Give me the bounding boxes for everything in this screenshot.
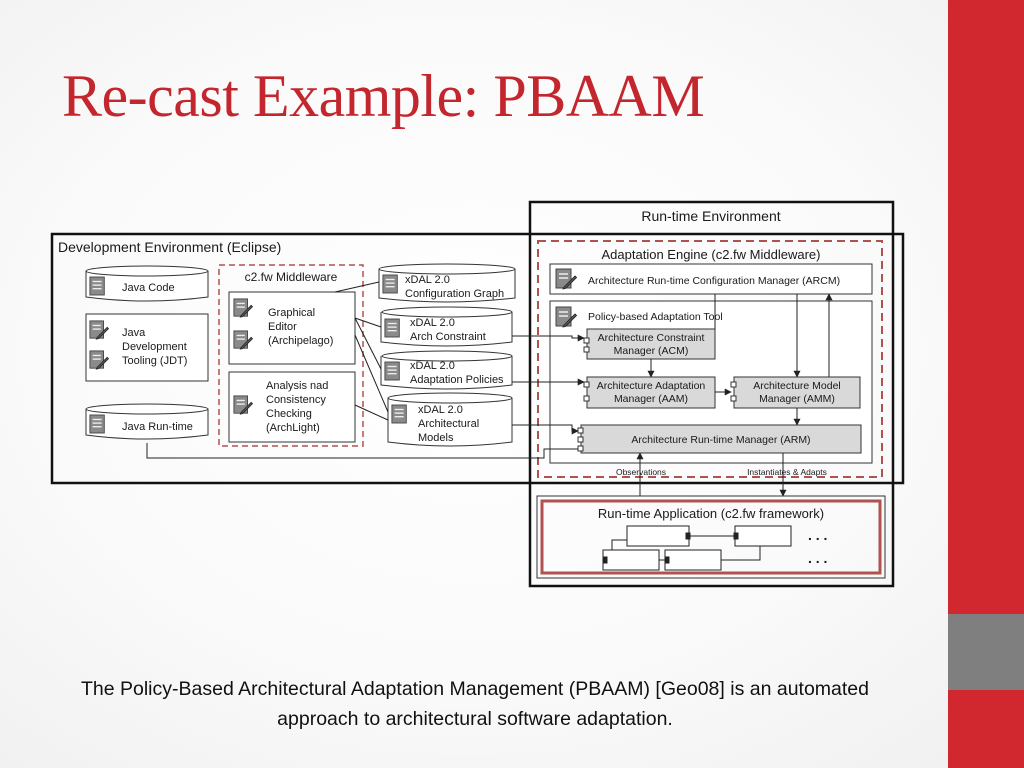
component-ports [577, 337, 737, 452]
pbat-title: Policy-based Adaptation Tool [588, 311, 723, 323]
java-code-label: Java Code [122, 282, 175, 294]
dev-env-title: Development Environment (Eclipse) [58, 239, 281, 255]
dev-env-frame [50, 232, 905, 485]
acm-box: Architecture Constraint Manager (ACM) [586, 328, 716, 360]
graphical-editor-box: Graphical Editor (Archipelago) [228, 291, 356, 365]
adaptation-engine-title: Adaptation Engine (c2.fw Middleware) [602, 247, 821, 262]
arch-models-line-1: xDAL 2.0 [418, 404, 463, 416]
aam-box: Architecture Adaptation Manager (AAM) [586, 376, 716, 409]
config-graph-line-1: xDAL 2.0 [405, 274, 450, 286]
document-icon [384, 361, 400, 381]
document-icon [384, 318, 400, 338]
xdal-config-graph-store: xDAL 2.0 Configuration Graph [378, 263, 516, 303]
amm-line-1: Architecture Model [753, 380, 841, 392]
acm-line-1: Architecture Constraint [598, 332, 705, 344]
amm-box: Architecture Model Manager (AMM) [733, 376, 861, 409]
archlight-box: Analysis nad Consistency Checking (ArchL… [228, 371, 356, 443]
graphical-editor-line-1: Graphical [268, 307, 315, 319]
archlight-line-4: (ArchLight) [266, 422, 320, 434]
arch-models-line-3: Models [418, 432, 454, 444]
instantiates-label: Instantiates & Adapts [747, 467, 827, 477]
archlight-line-1: Analysis nad [266, 380, 328, 392]
runtime-components [602, 525, 792, 571]
jdt-line-3: Tooling (JDT) [122, 355, 187, 367]
xdal-arch-models-store: xDAL 2.0 Architectural Models [387, 392, 513, 447]
amm-line-2: Manager (AMM) [759, 393, 835, 405]
adaptation-engine-dashed-box [537, 240, 883, 478]
middleware-title: c2.fw Middleware [245, 270, 338, 284]
document-icon [89, 276, 105, 296]
accent-band-gray [948, 614, 1024, 690]
run-time-env-title: Run-time Environment [641, 208, 780, 224]
document-icon [89, 414, 105, 434]
runtime-ellipsis-bottom: . . . [808, 550, 827, 566]
arch-constraint-line-1: xDAL 2.0 [410, 317, 455, 329]
runtime-app-inner-box [540, 499, 882, 575]
runtime-app-title: Run-time Application (c2.fw framework) [598, 506, 824, 521]
slide-caption: The Policy-Based Architectural Adaptatio… [80, 678, 869, 730]
document-icon [382, 274, 398, 294]
archlight-line-3: Checking [266, 408, 312, 420]
java-runtime-label: Java Run-time [122, 421, 193, 433]
observations-label: Observations [616, 467, 666, 477]
arm-label: Architecture Run-time Manager (ARM) [631, 434, 810, 446]
slide-title: Re-cast Example: PBAAM [62, 63, 705, 129]
java-code-store: Java Code [85, 265, 209, 302]
document-icon [391, 404, 407, 424]
runtime-app-outer-box [536, 495, 886, 579]
aam-line-1: Architecture Adaptation [597, 380, 706, 392]
arm-box: Architecture Run-time Manager (ARM) [580, 424, 862, 454]
acm-line-2: Manager (ACM) [614, 345, 689, 357]
xdal-arch-constraint-store: xDAL 2.0 Arch Constraint [380, 306, 513, 347]
arch-models-line-2: Architectural [418, 418, 479, 430]
adaptation-policies-line-1: xDAL 2.0 [410, 360, 455, 372]
jdt-line-1: Java [122, 327, 146, 339]
java-runtime-store: Java Run-time [85, 403, 209, 440]
adaptation-policies-line-2: Adaptation Policies [410, 374, 504, 386]
runtime-ellipsis-top: . . . [808, 527, 827, 543]
run-time-env-frame [528, 200, 895, 588]
config-graph-line-2: Configuration Graph [405, 288, 504, 300]
aam-line-2: Manager (AAM) [614, 393, 688, 405]
arch-constraint-line-2: Arch Constraint [410, 331, 486, 343]
arcm-label: Architecture Run-time Configuration Mana… [588, 275, 840, 287]
accent-band-red-top [948, 0, 1024, 614]
archlight-line-2: Consistency [266, 394, 326, 406]
accent-band-red-bottom [948, 690, 1024, 768]
xdal-adaptation-policies-store: xDAL 2.0 Adaptation Policies [380, 350, 513, 390]
jdt-line-2: Development [122, 341, 187, 353]
graphical-editor-line-3: (Archipelago) [268, 335, 333, 347]
graphical-editor-line-2: Editor [268, 321, 297, 333]
connectors [146, 281, 833, 497]
arcm-box: Architecture Run-time Configuration Mana… [549, 263, 873, 295]
middleware-dashed-box [218, 264, 364, 447]
jdt-box: Java Development Tooling (JDT) [85, 313, 209, 382]
